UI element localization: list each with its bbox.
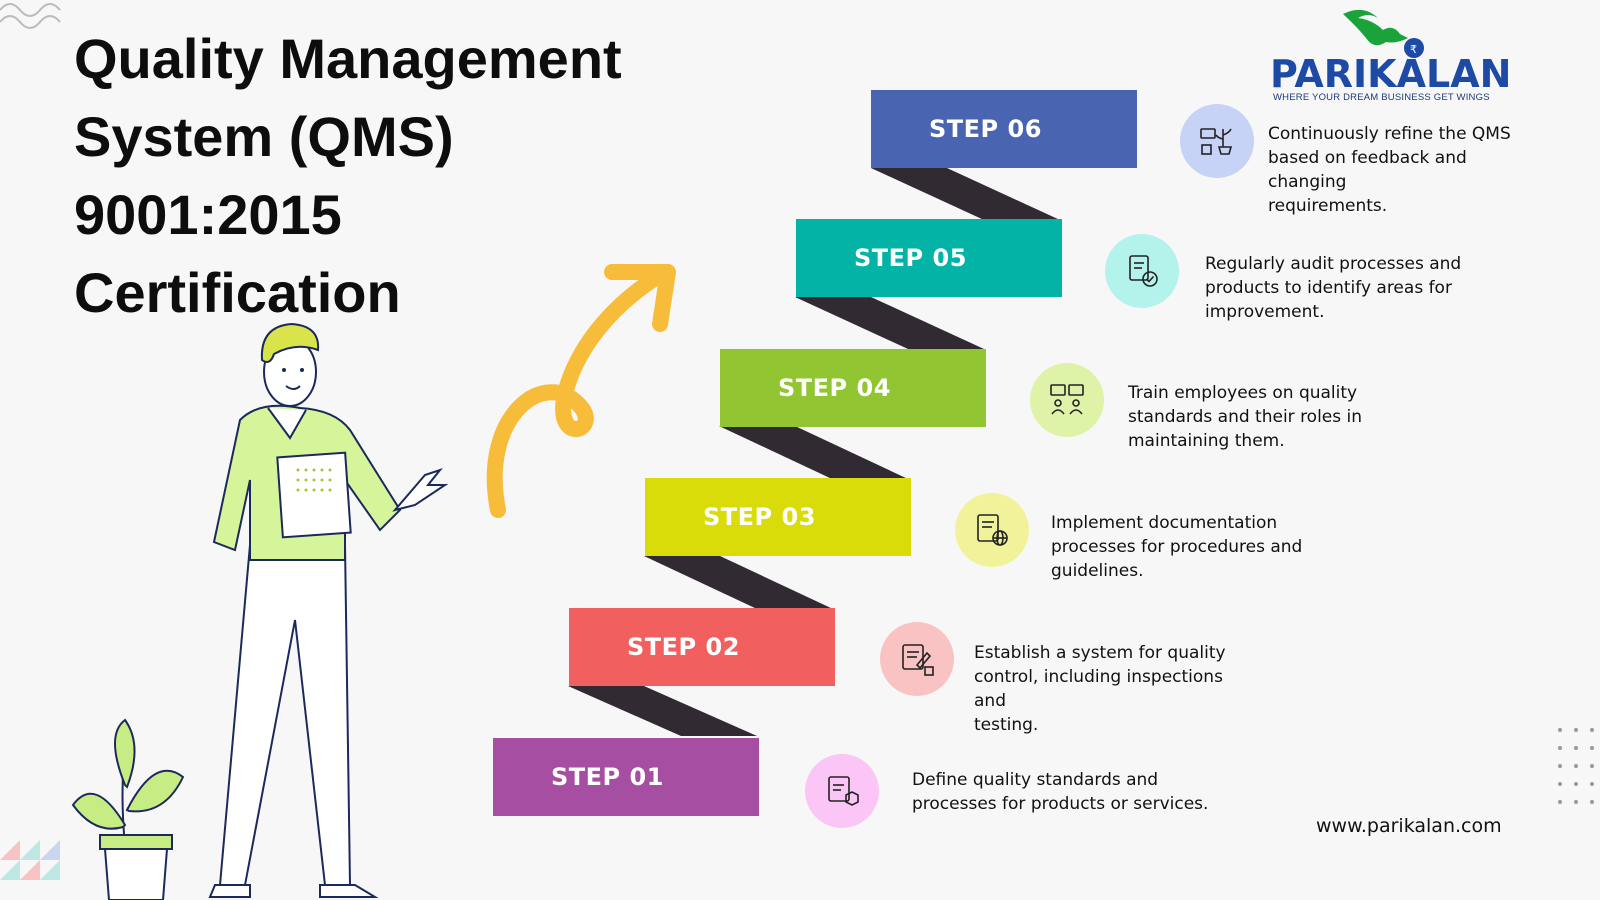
step-05-text-line: products to identify areas for (1205, 278, 1452, 298)
plant-icon (71, 718, 185, 900)
step-05-text-line: improvement. (1205, 302, 1325, 322)
person-illustration (208, 322, 449, 898)
step-01-description: Define quality standards and processes f… (912, 768, 1232, 816)
step-02-text-line: control, including inspections and (974, 667, 1223, 711)
step-05-text-line: Regularly audit processes and (1205, 254, 1462, 274)
corner-triangles-decoration (0, 840, 60, 880)
curved-arrow-icon (486, 264, 676, 518)
document-globe-icon (955, 493, 1029, 567)
step-06-label: STEP 06 (929, 115, 1042, 143)
title-line-3: 9001:2015 (74, 183, 342, 246)
connector-1-2 (568, 686, 757, 736)
step-04-text-line: Train employees on quality (1128, 383, 1358, 403)
step-05-label: STEP 05 (854, 244, 967, 272)
svg-text:₹: ₹ (1410, 43, 1417, 56)
step-06-description: Continuously refine the QMS based on fee… (1268, 122, 1548, 218)
title-line-1: Quality Management (74, 27, 622, 90)
training-icon (1030, 363, 1104, 437)
step-05-bar: STEP 05 (796, 219, 1062, 297)
step-06-text-line: based on feedback and changing (1268, 148, 1467, 192)
step-03-description: Implement documentation processes for pr… (1051, 511, 1331, 583)
connector-5-6 (871, 168, 1060, 220)
checklist-icon (880, 622, 954, 696)
step-02-text-line: Establish a system for quality (974, 643, 1226, 663)
logo-pegasus-icon: ₹ (1343, 9, 1424, 58)
step-01-label: STEP 01 (551, 763, 664, 791)
audit-icon (1105, 234, 1179, 308)
step-03-text-line: processes for procedures and (1051, 537, 1303, 557)
connector-4-5 (795, 297, 984, 349)
connector-3-4 (719, 426, 908, 479)
step-02-description: Establish a system for quality control, … (974, 641, 1254, 737)
step-02-label: STEP 02 (627, 633, 740, 661)
step-01-bar: STEP 01 (493, 738, 759, 816)
step-03-text-line: guidelines. (1051, 561, 1144, 581)
step-03-bar: STEP 03 (645, 478, 911, 556)
website-link[interactable]: www.parikalan.com (1316, 815, 1502, 837)
logo-name: PARIKALAN (1270, 52, 1512, 96)
step-01-text-line: processes for products or services. (912, 794, 1209, 814)
step-02-text-line: testing. (974, 715, 1039, 735)
step-06-text-line: requirements. (1268, 196, 1388, 216)
corner-wave-decoration (0, 3, 61, 29)
certificate-icon (805, 754, 879, 828)
page-title: Quality Management System (QMS) 9001:201… (74, 20, 674, 332)
title-line-2: System (QMS) (74, 105, 454, 168)
connector-2-3 (644, 556, 833, 609)
logo-tagline: WHERE YOUR DREAM BUSINESS GET WINGS (1273, 92, 1490, 103)
dot-grid-decoration (1558, 728, 1594, 804)
step-01-text-line: Define quality standards and (912, 770, 1159, 790)
growth-icon (1180, 104, 1254, 178)
step-05-description: Regularly audit processes and products t… (1205, 252, 1485, 324)
step-04-text-line: standards and their roles in (1128, 407, 1363, 427)
step-03-label: STEP 03 (703, 503, 816, 531)
step-04-bar: STEP 04 (720, 349, 986, 427)
step-02-bar: STEP 02 (569, 608, 835, 686)
step-06-bar: STEP 06 (871, 90, 1137, 168)
title-line-4: Certification (74, 261, 401, 324)
step-04-label: STEP 04 (778, 374, 891, 402)
step-04-text-line: maintaining them. (1128, 431, 1285, 451)
step-04-description: Train employees on quality standards and… (1128, 381, 1408, 453)
step-03-text-line: Implement documentation (1051, 513, 1278, 533)
step-06-text-line: Continuously refine the QMS (1268, 124, 1511, 144)
